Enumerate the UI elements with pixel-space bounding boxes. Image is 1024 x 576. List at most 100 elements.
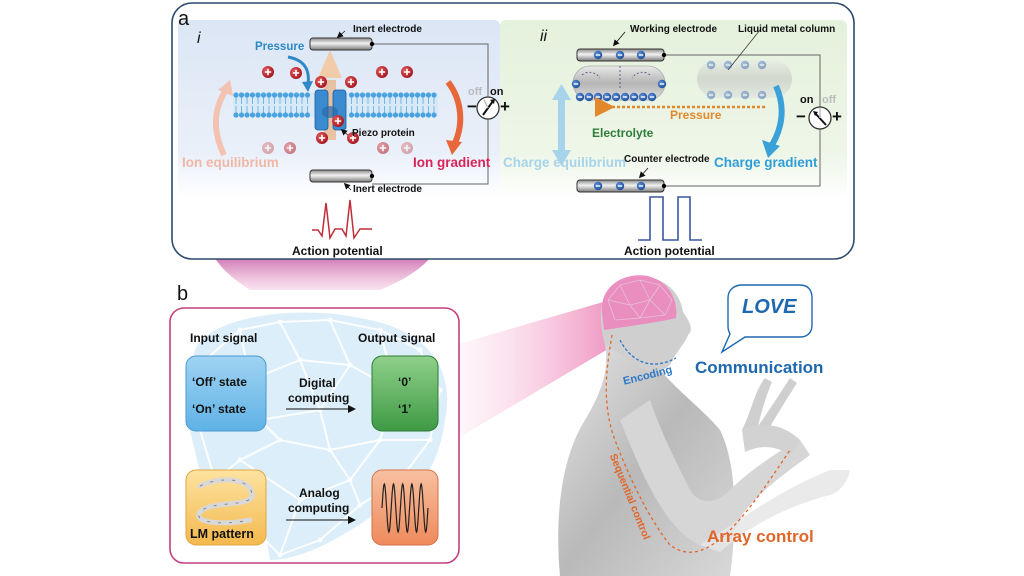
digital-computing-label: computing	[288, 391, 350, 405]
inert-electrode-top-label: Inert electrode	[353, 24, 422, 35]
cation-icon	[315, 76, 327, 88]
anions-ii	[571, 50, 767, 191]
action-potential-pulses	[638, 196, 702, 241]
anion-icon	[636, 181, 646, 191]
output-signal-header: Output signal	[358, 331, 436, 345]
switch-ii-minus: −	[796, 107, 806, 126]
lm-column-original	[697, 60, 792, 98]
sine-waveform	[381, 482, 429, 534]
anion-icon	[647, 92, 657, 102]
anion-icon	[723, 90, 733, 100]
off-state-label: ‘Off’ state	[192, 375, 247, 389]
charge-equilibrium-label: Charge equilibrium	[503, 155, 627, 170]
anion-icon	[593, 181, 603, 191]
panel-b-label: b	[177, 283, 189, 305]
anion-icon	[575, 92, 585, 102]
cations-i	[262, 66, 413, 154]
pressure-label-ii: Pressure	[670, 108, 722, 122]
cation-icon	[290, 67, 302, 79]
anion-icon	[629, 92, 639, 102]
analog-computing-label: computing	[288, 501, 350, 515]
switch-ii-off-label: off	[822, 94, 837, 106]
speech-bubble	[720, 284, 813, 354]
anion-icon	[706, 90, 716, 100]
inert-electrode-bottom-label: Inert electrode	[353, 184, 422, 195]
anion-icon	[593, 50, 603, 60]
switch-ii-on-label: on	[800, 94, 814, 106]
cation-icon	[401, 66, 413, 78]
array-control-label: Array control	[707, 527, 814, 546]
anion-icon	[706, 60, 716, 70]
anion-icon	[657, 79, 667, 89]
anion-icon	[571, 79, 581, 89]
anion-icon	[740, 60, 750, 70]
switch-i-on-label: on	[490, 86, 504, 98]
communication-label: Communication	[695, 358, 824, 377]
cation-icon	[376, 66, 388, 78]
panel-b	[169, 307, 460, 564]
subpanel-i-label: i	[197, 30, 201, 47]
liquid-metal-column-label: Liquid metal column	[738, 24, 836, 35]
panel-a-label: a	[178, 8, 190, 30]
action-potential-caption-i: Action potential	[292, 244, 383, 258]
working-electrode-label: Working electrode	[630, 24, 718, 35]
action-potential-spikes	[312, 199, 372, 241]
binary-output-box	[371, 355, 439, 432]
ion-equilibrium-label: Ion equilibrium	[182, 155, 279, 170]
switch-ii-plus: +	[832, 107, 842, 126]
switch-i-plus: +	[500, 97, 510, 116]
cation-icon	[316, 132, 328, 144]
anion-icon	[602, 92, 612, 102]
human-figure	[558, 275, 850, 576]
inert-electrode-bottom	[309, 169, 373, 183]
digital-label: Digital	[299, 376, 336, 390]
electrolyte-label: Electrolyte	[592, 126, 654, 140]
lm-pattern-label: LM pattern	[190, 527, 254, 541]
input-signal-header: Input signal	[190, 331, 258, 345]
pink-beam-right	[455, 300, 640, 440]
anion-icon	[757, 60, 767, 70]
anion-icon	[593, 92, 603, 102]
anion-icon	[757, 90, 767, 100]
cation-icon	[347, 132, 359, 144]
anion-icon	[584, 92, 594, 102]
anion-icon	[636, 50, 646, 60]
panel-a	[171, 2, 855, 260]
output-one-label: ‘1’	[398, 402, 412, 416]
anion-icon	[620, 92, 630, 102]
anion-icon	[723, 60, 733, 70]
anion-icon	[615, 50, 625, 60]
anion-icon	[740, 90, 750, 100]
cation-icon	[332, 115, 344, 127]
piezo-protein-label: Piezo protein	[352, 128, 415, 139]
subpanel-ii-label: ii	[540, 28, 548, 45]
analog-label: Analog	[299, 486, 340, 500]
on-state-label: ‘On’ state	[192, 402, 247, 416]
charge-equilibrium-arrow	[552, 84, 571, 166]
anion-icon	[638, 92, 648, 102]
ion-gradient-label: Ion gradient	[413, 155, 491, 170]
cation-icon	[377, 142, 389, 154]
charge-gradient-label: Charge gradient	[714, 155, 818, 170]
counter-electrode-label: Counter electrode	[624, 154, 710, 165]
cation-icon	[284, 142, 296, 154]
switch-i-off-label: off	[468, 86, 483, 98]
pink-beam-top	[215, 258, 430, 290]
cation-icon	[262, 142, 274, 154]
cation-icon	[401, 142, 413, 154]
raised-hand	[742, 378, 797, 435]
inert-electrode-top	[309, 37, 373, 51]
switch-i-minus: −	[467, 97, 477, 116]
anion-icon	[615, 181, 625, 191]
anion-icon	[611, 92, 621, 102]
cation-icon	[262, 66, 274, 78]
speech-word: LOVE	[742, 296, 797, 318]
switch-i[interactable]	[476, 96, 500, 120]
switch-ii[interactable]	[808, 106, 832, 130]
cation-icon	[345, 76, 357, 88]
pressure-label-i: Pressure	[255, 41, 305, 53]
output-zero-label: ‘0’	[398, 375, 412, 389]
lm-pattern-box	[185, 469, 267, 546]
action-potential-caption-ii: Action potential	[624, 244, 715, 258]
